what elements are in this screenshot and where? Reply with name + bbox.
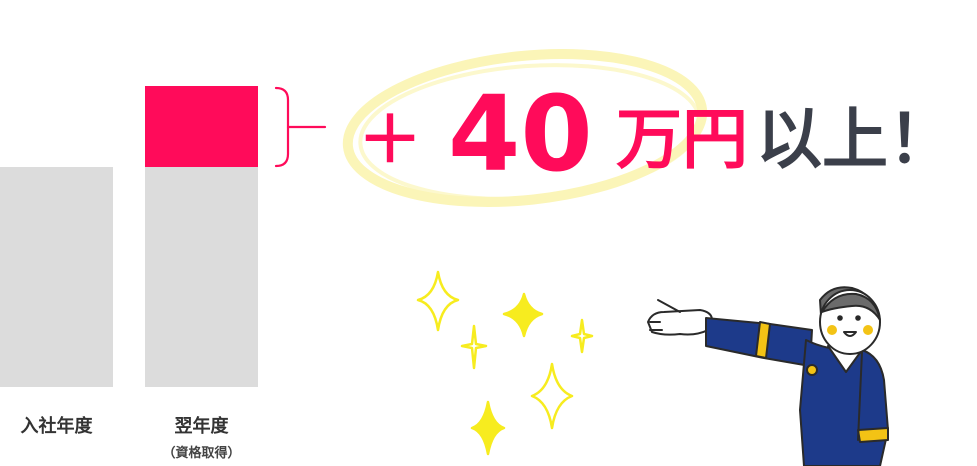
bar-increase-1 bbox=[145, 85, 258, 167]
presenter-illustration bbox=[647, 286, 889, 466]
sparkle-icon bbox=[530, 362, 574, 430]
bar-base-1 bbox=[145, 167, 258, 387]
bar-label-next-year: 翌年度 bbox=[174, 416, 229, 437]
headline-number: 40 bbox=[448, 73, 593, 195]
increase-bracket bbox=[274, 86, 327, 168]
sparkle-icon bbox=[460, 324, 488, 370]
sparkle-icon bbox=[470, 400, 506, 456]
sparkles bbox=[416, 270, 594, 456]
headline-unit: 万円 bbox=[616, 101, 748, 178]
headline-plus: ＋ bbox=[358, 104, 422, 178]
bar-label-first-year: 入社年度 bbox=[20, 416, 93, 437]
headline-suffix: 以上！ bbox=[756, 101, 954, 178]
sparkle-icon bbox=[416, 270, 460, 332]
sparkle-icon bbox=[570, 318, 594, 354]
bar-sublabel-next-year: （資格取得） bbox=[162, 446, 241, 461]
sparkle-icon bbox=[502, 292, 544, 338]
highlight-ellipse bbox=[342, 49, 708, 207]
bar-base-0 bbox=[0, 167, 113, 387]
